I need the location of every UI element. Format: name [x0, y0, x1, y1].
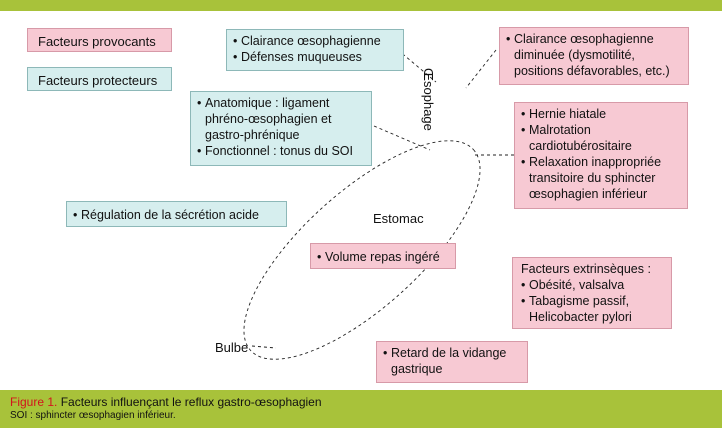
caption-bar [0, 390, 722, 428]
list-item: Volume repas ingéré [317, 249, 449, 265]
connector-bulbe [251, 345, 277, 349]
label-estomac: Estomac [373, 211, 424, 226]
box-extrinseques: Facteurs extrinsèques : Obésité, valsalv… [512, 257, 672, 329]
box-volume: Volume repas ingéré [310, 243, 456, 269]
extrinseques-title: Facteurs extrinsèques : [521, 262, 651, 276]
list-item: Relaxation inappropriée transitoire du s… [521, 154, 681, 202]
figure-caption: Figure 1. Facteurs influençant le reflux… [10, 396, 322, 409]
caption-title: Facteurs influençant le reflux gastro-œs… [60, 395, 322, 409]
list-item: Retard de la vidange gastrique [383, 345, 521, 377]
connector-clairance-diminuee [465, 49, 497, 89]
list-item: Tabagisme passif, Helicobacter pylori [521, 293, 665, 325]
box-retard: Retard de la vidange gastrique [376, 341, 528, 383]
box-clairance: Clairance œsophagienne Défenses muqueuse… [226, 29, 404, 71]
connector-anatomique [373, 125, 431, 151]
list-item: Clairance œsophagienne [233, 33, 397, 49]
list-item: Fonctionnel : tonus du SOI [197, 143, 365, 159]
list-item: Régulation de la sécrétion acide [73, 207, 280, 223]
caption-note: SOI : sphincter œsophagien inférieur. [10, 410, 176, 421]
box-regulation: Régulation de la sécrétion acide [66, 201, 287, 227]
list-item: Défenses muqueuses [233, 49, 397, 65]
box-clairance-diminuee: Clairance œsophagienne diminuée (dysmoti… [499, 27, 689, 85]
top-bar [0, 0, 722, 11]
label-bulbe: Bulbe [215, 340, 249, 355]
list-item: Clairance œsophagienne diminuée (dysmoti… [506, 31, 682, 79]
legend-provocants: Facteurs provocants [27, 28, 172, 52]
label-oesophage: Œsophage [421, 68, 436, 131]
caption-label: Figure 1. [10, 395, 58, 409]
box-anatomique: Anatomique : ligament phréno-œsophagien … [190, 91, 372, 166]
box-hernie: Hernie hiatale Malrotation cardiotubéros… [514, 102, 688, 209]
connector-clairance [397, 49, 437, 83]
list-item: Anatomique : ligament phréno-œsophagien … [197, 95, 365, 143]
stomach-outline [243, 140, 481, 360]
legend-protecteurs: Facteurs protecteurs [27, 67, 172, 91]
list-item: Obésité, valsalva [521, 277, 665, 293]
list-item: Malrotation cardiotubérositaire [521, 122, 681, 154]
list-item: Hernie hiatale [521, 106, 681, 122]
